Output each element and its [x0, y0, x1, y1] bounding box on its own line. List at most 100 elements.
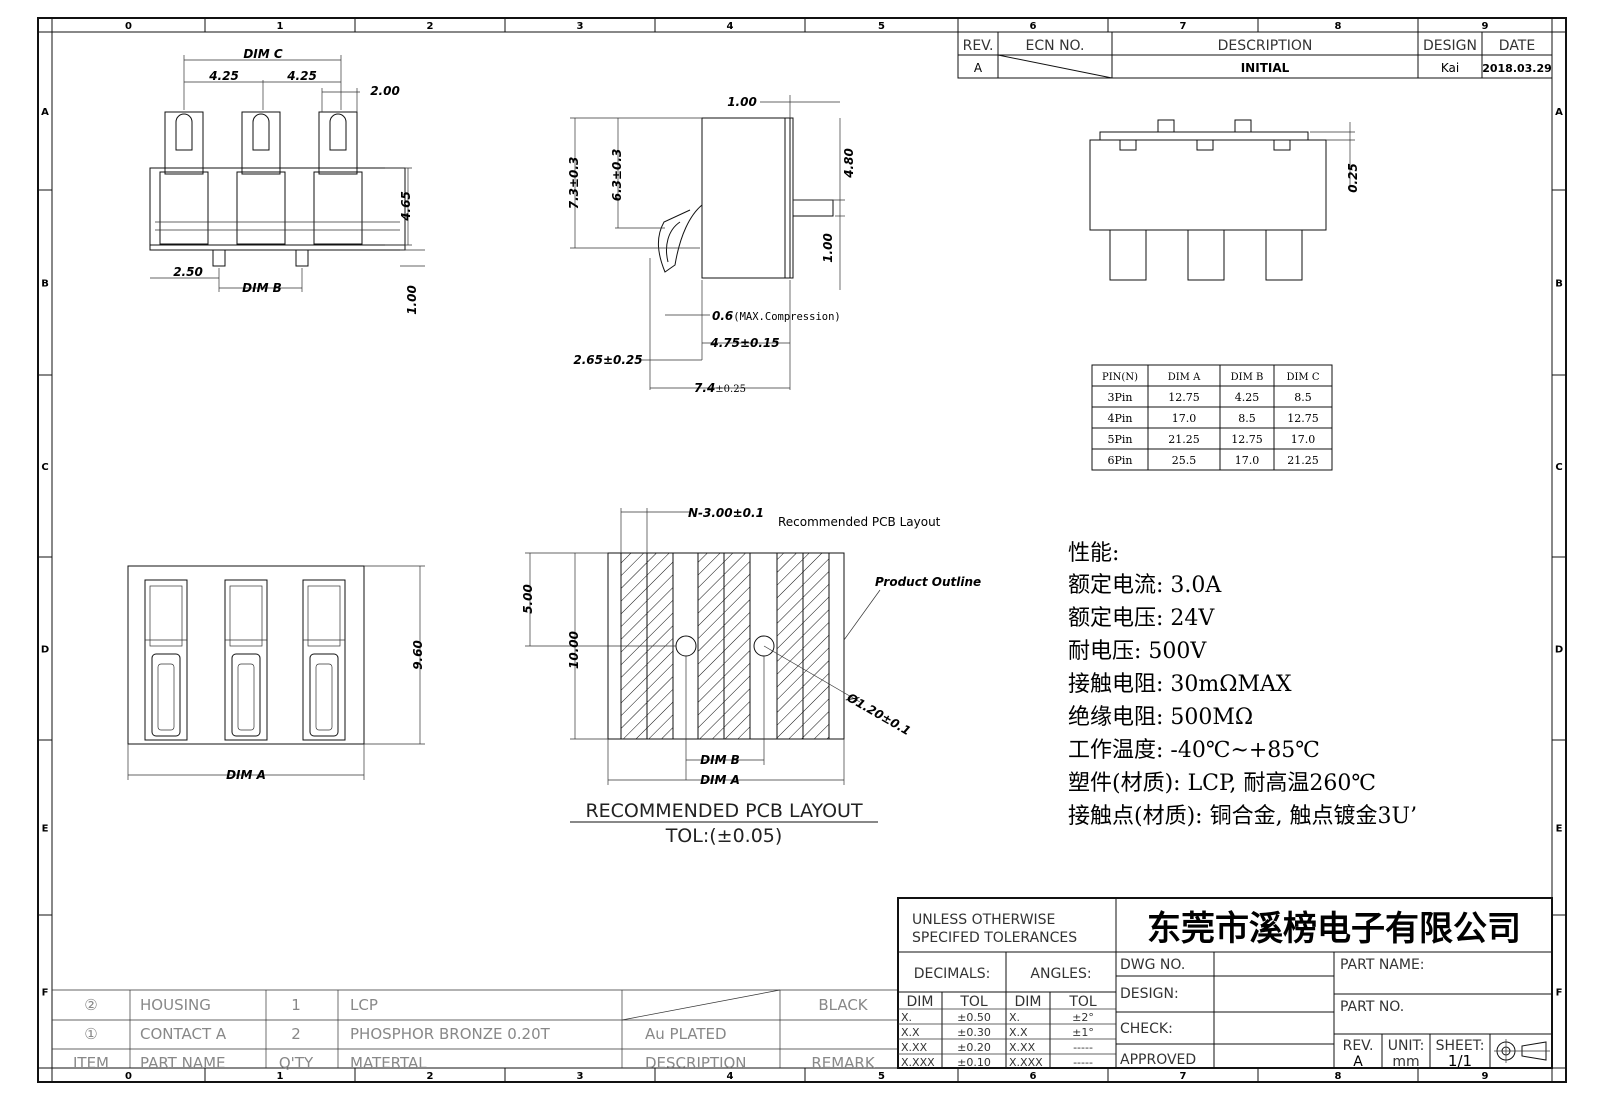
pin-height-label: 1.00	[405, 285, 419, 315]
bom-header-material: MATERTAL	[350, 1054, 427, 1072]
side-h4-label: 1.00	[821, 233, 835, 263]
row-label: D	[41, 645, 49, 656]
spec-line: 工作温度: -40℃~+85℃	[1068, 738, 1320, 763]
column-label: 4	[727, 21, 734, 32]
side-d1-label: 4.75±0.15	[709, 336, 779, 350]
column-label: 1	[277, 21, 284, 32]
pin-table-cell: 4.25	[1235, 391, 1260, 404]
row-label: E	[1556, 824, 1563, 835]
rev-header: REV.	[963, 38, 994, 54]
column-label: 2	[427, 1071, 434, 1082]
top-view: DIM C 4.25 4.25 2.00 4.65 2.50 DIM B 1.0…	[149, 47, 425, 315]
description-header: DESCRIPTION	[1218, 38, 1313, 54]
ang-dim-cell: X.	[1009, 1011, 1020, 1024]
design-value: Kai	[1441, 61, 1459, 75]
bom-cell-item: ①	[84, 1025, 97, 1043]
ang-tol-cell: ±2°	[1072, 1011, 1094, 1024]
unit-label: UNIT:	[1388, 1038, 1425, 1054]
ang-tol-header: TOL	[1068, 994, 1097, 1010]
pcb-note-label: Recommended PCB Layout	[778, 515, 941, 529]
column-label: 9	[1482, 1071, 1489, 1082]
dim-c-label: DIM C	[243, 47, 283, 61]
approved-label: APPROVED	[1120, 1052, 1196, 1068]
unit-value: mm	[1392, 1054, 1419, 1070]
pcb-layout: N-3.00±0.1 Recommended PCB Layout Produc…	[521, 506, 981, 847]
column-label: 6	[1030, 21, 1037, 32]
column-label: 6	[1030, 1071, 1037, 1082]
ang-tol-cell: ±1°	[1072, 1026, 1094, 1039]
column-label: 1	[277, 1071, 284, 1082]
bom-cell-description: Au PLATED	[645, 1025, 727, 1043]
front-height-label: 0.25	[1346, 163, 1360, 193]
ang-dim-cell: X.X	[1009, 1026, 1028, 1039]
pin-table-cell: 21.25	[1168, 433, 1200, 446]
dec-tol-cell: ±0.10	[957, 1056, 991, 1069]
bom-header-name: PART NAME	[140, 1054, 226, 1072]
row-label: A	[41, 107, 49, 118]
left-offset-label: 2.50	[173, 265, 203, 279]
sheet-label: SHEET:	[1436, 1038, 1485, 1054]
ang-dim-header: DIM	[1015, 994, 1042, 1010]
spec-line: 塑件(材质): LCP, 耐高温260℃	[1068, 771, 1376, 796]
dec-dim-cell: X.XX	[901, 1041, 928, 1054]
dec-dim-cell: X.XXX	[901, 1056, 935, 1069]
row-label: F	[42, 988, 49, 999]
bom-header-item: ITEM	[73, 1054, 109, 1072]
bom-header-qty: Q'TY	[279, 1054, 314, 1072]
row-label: D	[1555, 645, 1563, 656]
pcb-h1-label: 5.00	[521, 584, 535, 614]
column-label: 5	[878, 1071, 885, 1082]
pin-table-cell: 8.5	[1238, 412, 1256, 425]
date-value: 2018.03.29	[1482, 62, 1552, 75]
pin-table-cell: 12.75	[1168, 391, 1200, 404]
column-label: 3	[577, 1071, 584, 1082]
bom-cell-name: CONTACT A	[140, 1025, 227, 1043]
bom-cell-material: PHOSPHOR BRONZE 0.20T	[350, 1025, 551, 1043]
pin-table-header: DIM C	[1286, 372, 1319, 383]
pcb-tolerance: TOL:(±0.05)	[665, 825, 783, 847]
dec-dim-cell: X.	[901, 1011, 912, 1024]
column-label: 8	[1335, 21, 1342, 32]
pcb-h2-label: 10.00	[567, 631, 581, 669]
sheet-value: 1/1	[1448, 1052, 1472, 1070]
pitch-1-label: 4.25	[208, 69, 239, 83]
dim-b-label: DIM B	[242, 281, 282, 295]
svg-text:7.4±0.25: 7.4±0.25	[694, 381, 746, 395]
pin-table-cell: 17.0	[1172, 412, 1197, 425]
ang-tol-cell: -----	[1073, 1041, 1093, 1054]
rev-value: A	[1353, 1054, 1363, 1070]
design-label: DESIGN:	[1120, 986, 1179, 1002]
pin-table-cell: 17.0	[1291, 433, 1316, 446]
spec-line: 接触电阻: 30mΩMAX	[1068, 672, 1292, 697]
side-view: 1.00 7.3±0.3 6.3±0.3 4.80 1.00 0.6(MAX.C…	[567, 95, 856, 395]
ang-dim-cell: X.XX	[1009, 1041, 1036, 1054]
spec-line: 接触点(材质): 铜合金, 触点镀金3U’	[1068, 804, 1417, 829]
side-top-label: 1.00	[727, 95, 757, 109]
pin-table-cell: 25.5	[1172, 454, 1197, 467]
dec-tol-cell: ±0.50	[957, 1011, 991, 1024]
pin-table-cell: 12.75	[1287, 412, 1319, 425]
column-label: 8	[1335, 1071, 1342, 1082]
side-d3-value: 7.4	[694, 381, 715, 395]
date-header: DATE	[1499, 38, 1535, 54]
bom-cell-qty: 1	[291, 996, 301, 1014]
column-label: 2	[427, 21, 434, 32]
spec-line: 绝缘电阻: 500MΩ	[1068, 705, 1253, 730]
row-label: C	[41, 462, 48, 473]
rev-label: REV.	[1343, 1038, 1374, 1054]
dec-tol-header: TOL	[959, 994, 988, 1010]
row-label: B	[1555, 279, 1563, 290]
pin-table-cell: 4Pin	[1107, 412, 1132, 425]
bottom-height-label: 9.60	[411, 640, 425, 670]
pitch-2-label: 4.25	[286, 69, 317, 83]
bottom-dim-a-label: DIM A	[226, 768, 266, 782]
title-block: UNLESS OTHERWISE SPECIFED TOLERANCES 东莞市…	[897, 897, 1553, 1070]
ecn-header: ECN NO.	[1026, 38, 1085, 54]
spec-line: 耐电压: 500V	[1068, 639, 1207, 664]
column-label: 5	[878, 21, 885, 32]
projection-symbol-icon	[1494, 1039, 1550, 1063]
row-label: E	[42, 824, 49, 835]
dwg-no-label: DWG NO.	[1120, 957, 1185, 973]
